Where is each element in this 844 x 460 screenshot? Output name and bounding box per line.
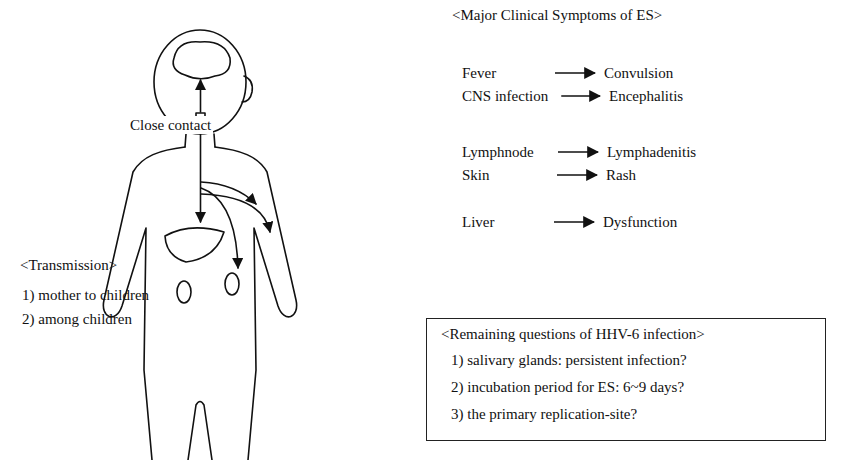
symptom-term: Liver <box>459 212 497 232</box>
arrow-to-brain <box>200 80 202 112</box>
kidney <box>177 281 191 303</box>
symptom-term: CNS infection <box>459 86 551 106</box>
note-label: 1) mother to children <box>22 286 149 304</box>
ear <box>242 76 252 102</box>
symptom-term: Lymphadenitis <box>604 142 699 162</box>
symptom-term: Convulsion <box>601 63 676 83</box>
question-item: 3) the primary replication-site? <box>441 405 811 423</box>
term-text: Lymphnode <box>462 143 534 161</box>
symptom-arrow <box>557 174 597 176</box>
term-text: Skin <box>462 166 490 184</box>
symptom-term: Lymphnode <box>459 142 537 162</box>
symptom-term: Skin <box>459 165 493 185</box>
section-heading: <Major Clinical Symptoms of ES> <box>452 6 662 24</box>
question-item: 1) salivary glands: persistent infection… <box>441 351 811 369</box>
symptom-arrow <box>561 95 600 97</box>
kidney <box>225 273 239 295</box>
symptom-term: Rash <box>603 165 639 185</box>
symptom-term: Fever <box>459 63 499 83</box>
box-heading: <Remaining questions of HHV-6 infection> <box>441 325 811 343</box>
term-text: Dysfunction <box>603 213 677 231</box>
term-text: Convulsion <box>604 64 673 82</box>
section-heading: <Transmission> <box>20 256 117 274</box>
symptom-arrow <box>555 72 595 74</box>
symptom-term: Encephalitis <box>606 86 686 106</box>
term-text: CNS infection <box>462 87 548 105</box>
brain <box>173 42 230 79</box>
question-box: <Remaining questions of HHV-6 infection>… <box>426 318 826 441</box>
liver <box>165 228 224 262</box>
term-text: Lymphadenitis <box>607 143 696 161</box>
question-item: 2) incubation period for ES: 6~9 days? <box>441 378 811 396</box>
term-text: Liver <box>462 213 494 231</box>
symptom-arrow <box>554 221 594 223</box>
term-text: Rash <box>606 166 636 184</box>
spread-arrow <box>201 182 256 204</box>
symptom-term: Dysfunction <box>600 212 680 232</box>
note-label: 2) among children <box>22 310 132 328</box>
arrow-down <box>200 123 202 222</box>
term-text: Fever <box>462 64 496 82</box>
note-label: Close contact <box>128 116 213 134</box>
term-text: Encephalitis <box>609 87 683 105</box>
spread-arrow <box>201 194 270 232</box>
symptom-arrow <box>558 151 598 153</box>
spread-arrow <box>201 188 238 268</box>
